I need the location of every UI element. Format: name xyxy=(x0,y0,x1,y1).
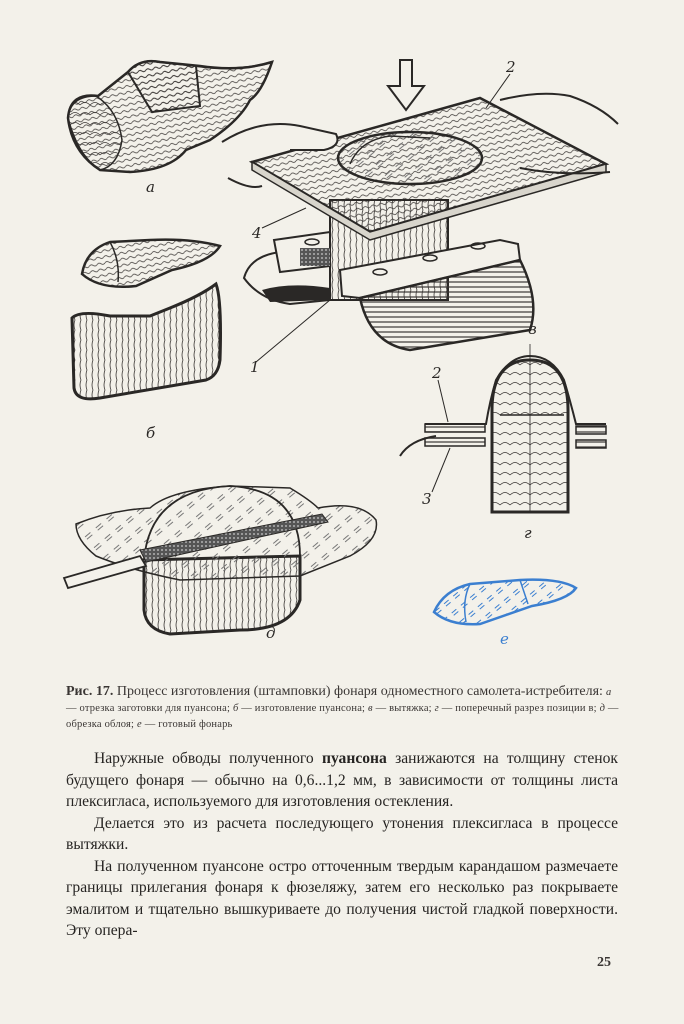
callout-g-2: 2 xyxy=(432,364,442,382)
caption-item-b: изготовление пуансона; xyxy=(254,703,366,714)
paragraph-1: Наружные обводы полученного пуансона зан… xyxy=(66,748,618,813)
panel-label-g: г xyxy=(524,524,532,542)
caption-item-d: обрезка облоя; xyxy=(66,719,135,730)
page-number: 25 xyxy=(597,955,611,970)
caption-item-v: вытяжка; xyxy=(389,703,432,714)
callout-v-2: 2 xyxy=(506,58,516,76)
caption-key-v: в xyxy=(368,703,373,714)
caption-dash: — xyxy=(372,703,390,714)
panel-label-v: в xyxy=(528,320,537,338)
caption-key-d: д xyxy=(599,703,606,714)
panel-label-e: е xyxy=(500,630,509,648)
paragraph-1-start: Наружные обводы полученного xyxy=(94,750,322,767)
panel-d-drawing xyxy=(62,485,378,636)
paragraph-3: На полученном пуансоне остро отточенным … xyxy=(66,857,618,940)
panel-g-drawing xyxy=(399,344,607,514)
panel-label-a: а xyxy=(146,178,155,196)
caption-item-g: поперечный разрез позиции в; xyxy=(455,703,597,714)
caption-key-b: б xyxy=(232,703,239,714)
panel-b-drawing xyxy=(70,238,222,401)
callout-v-4: 4 xyxy=(252,224,262,242)
caption-key-g: г xyxy=(434,703,439,714)
figure-caption: Рис. 17. Процесс изготовления (штамповки… xyxy=(66,684,620,732)
panel-e-drawing xyxy=(432,578,578,626)
panel-a-drawing xyxy=(66,59,274,174)
caption-key-a: а xyxy=(605,687,612,698)
caption-dash: — xyxy=(238,703,255,714)
body-text: Наружные обводы полученного пуансона зан… xyxy=(66,748,618,942)
caption-title: Процесс изготовления (штамповки) фонаря … xyxy=(116,684,603,699)
term-punch: пуансона xyxy=(321,750,387,767)
panel-label-b: б xyxy=(146,424,156,442)
panel-v-drawing xyxy=(221,59,619,363)
paragraph-2: Делается это из расчета последующего уто… xyxy=(66,814,618,854)
caption-dash: — xyxy=(66,703,80,714)
panel-label-d: д xyxy=(266,624,276,642)
caption-dash: — xyxy=(438,703,456,714)
caption-item-e: готовый фонарь xyxy=(158,719,233,730)
caption-item-a: отрезка заготовки для пуансона; xyxy=(79,703,231,714)
paragraph-1-end: занижаются на толщину стенок будущего фо… xyxy=(66,750,618,810)
figure-17: а б в г д е 2 4 1 2 3 xyxy=(62,58,619,648)
callout-g-3: 3 xyxy=(422,490,432,508)
caption-dash: — xyxy=(141,719,159,730)
caption-key-e: е xyxy=(137,719,142,730)
callout-v-1: 1 xyxy=(250,358,260,376)
figure-illustration xyxy=(62,59,619,636)
caption-dash: — xyxy=(605,703,619,714)
caption-prefix: Рис. 17. xyxy=(66,684,114,699)
